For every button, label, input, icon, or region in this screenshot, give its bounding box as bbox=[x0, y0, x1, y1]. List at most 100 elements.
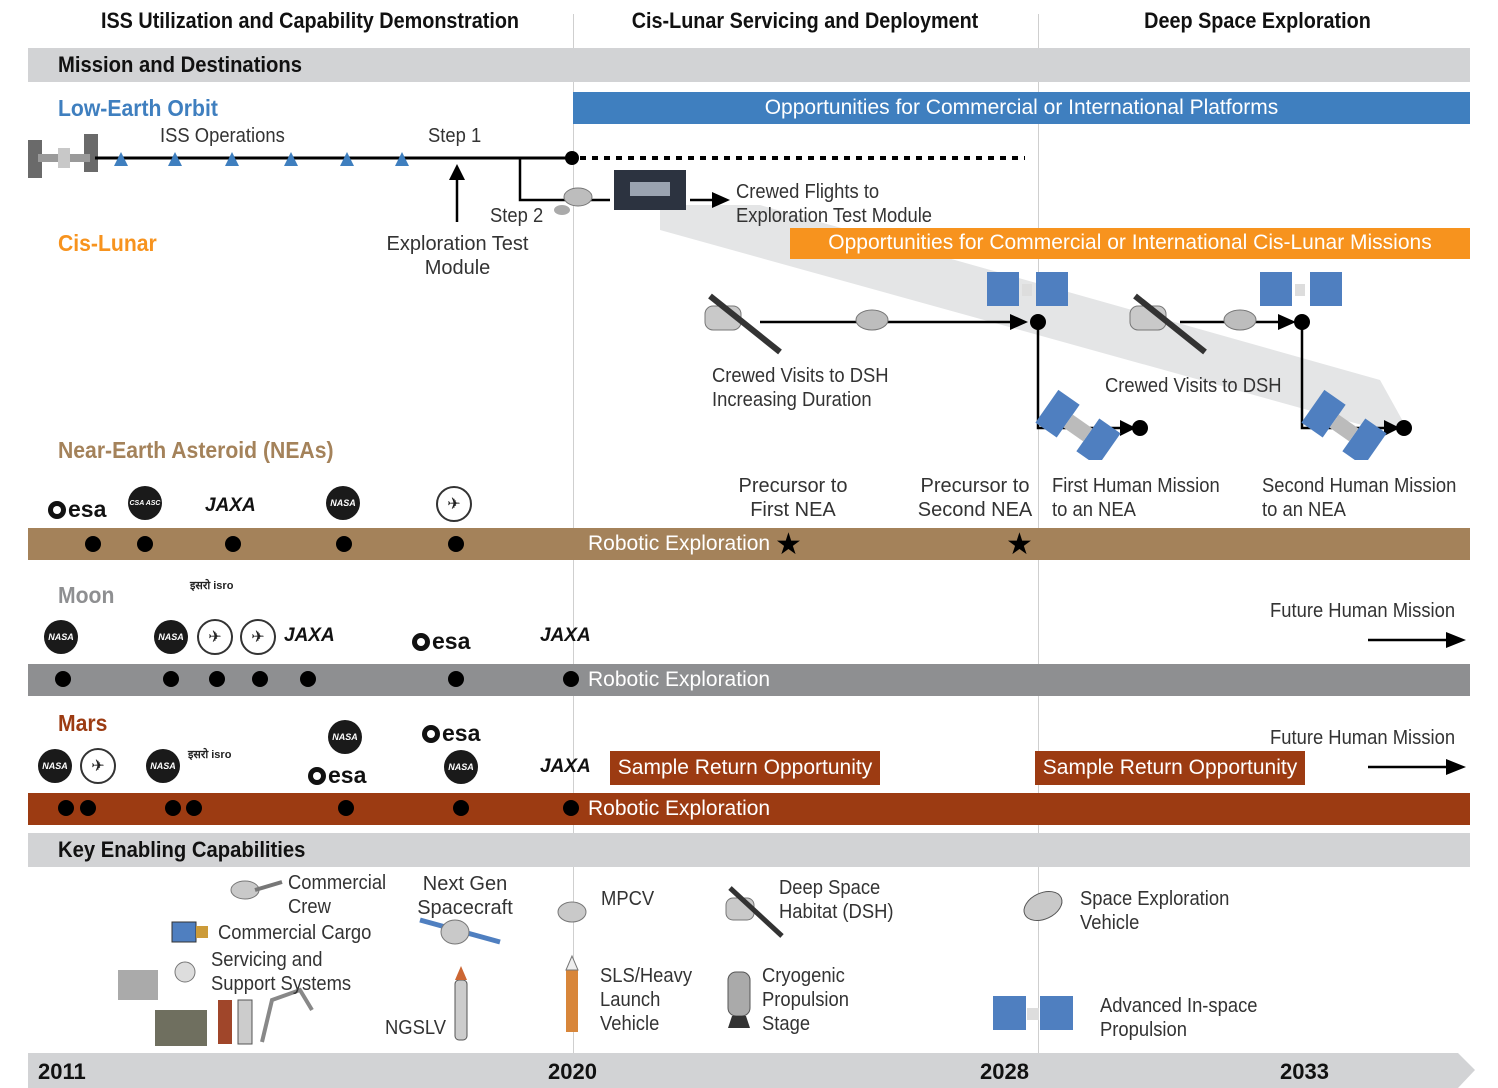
second-human-nea-label: Second Human Mission to an NEA bbox=[1262, 475, 1457, 521]
mars-sample-return-badge-1 bbox=[610, 751, 880, 785]
leo-cislunar-timeline bbox=[95, 151, 1412, 460]
mars-sample-return-badge-2 bbox=[1035, 751, 1305, 785]
mars-mission-dot bbox=[453, 800, 469, 816]
moon-future-arrow-icon bbox=[1368, 632, 1466, 648]
mars-future-arrow-icon bbox=[1368, 759, 1466, 775]
moon-robotic-label: Robotic Exploration bbox=[588, 668, 771, 691]
timeline-arrow bbox=[28, 1053, 1475, 1088]
esa-logo: esa bbox=[412, 628, 470, 655]
nasa-logo: NASA bbox=[146, 749, 180, 783]
nea-title: Near-Earth Asteroid (NEAs) bbox=[58, 437, 334, 463]
ngslv-label: NGSLV bbox=[385, 1017, 447, 1039]
nea-mission-dot bbox=[448, 536, 464, 552]
nasa-logo: NASA bbox=[326, 486, 360, 520]
isro-logo: इसरो isro bbox=[190, 580, 234, 592]
moon-mission-dot bbox=[448, 671, 464, 687]
moon-mission-dot bbox=[563, 671, 579, 687]
roscosmos-logo-icon: ✈ bbox=[240, 619, 276, 655]
mars-mission-dot bbox=[80, 800, 96, 816]
moon-mission-dot bbox=[209, 671, 225, 687]
mars-robotic-label: Robotic Exploration bbox=[588, 797, 771, 820]
step1-label: Step 1 bbox=[428, 125, 482, 147]
year-label: 2028 bbox=[980, 1059, 1029, 1084]
jaxa-logo: JAXA bbox=[205, 495, 256, 516]
esa-logo: esa bbox=[48, 496, 106, 523]
cislunar-opportunities-band bbox=[790, 228, 1470, 259]
commercial-cargo-label: Commercial Cargo bbox=[218, 922, 372, 944]
precursor-first-nea-label: Precursor to First NEA bbox=[738, 475, 848, 521]
missions-section-title: Mission and Destinations bbox=[58, 52, 303, 77]
nasa-logo: NASA bbox=[154, 620, 188, 654]
moon-title: Moon bbox=[58, 582, 115, 608]
next-gen-spacecraft-label: Next Gen Spacecraft bbox=[417, 873, 513, 919]
mars-mission-dot bbox=[165, 800, 181, 816]
moon-mission-dot bbox=[252, 671, 268, 687]
dsh-visits-increasing-label: Crewed Visits to DSH Increasing Duration bbox=[712, 365, 889, 411]
mpcv-label: MPCV bbox=[601, 888, 655, 910]
leo-opportunities-label: Opportunities for Commercial or Internat… bbox=[764, 96, 1279, 119]
moon-mission-dot bbox=[300, 671, 316, 687]
moon-robotic-band bbox=[28, 664, 1470, 696]
cislunar-opportunities-label: Opportunities for Commercial or Internat… bbox=[828, 231, 1432, 254]
moon-mission-dot bbox=[55, 671, 71, 687]
mars-mission-dot bbox=[563, 800, 579, 816]
capabilities-section-bar bbox=[28, 833, 1470, 867]
servicing-support-label: Servicing and Support Systems bbox=[211, 949, 352, 995]
nea-mission-dot bbox=[137, 536, 153, 552]
nea-mission-dot bbox=[336, 536, 352, 552]
nea-mission-dot bbox=[85, 536, 101, 552]
missions-section-bar bbox=[28, 48, 1470, 82]
cryo-stage-label: Cryogenic Propulsion Stage bbox=[762, 965, 849, 1035]
isro-logo: इसरो isro bbox=[188, 749, 232, 761]
roscosmos-logo-icon: ✈ bbox=[197, 619, 233, 655]
mars-sample-return-label-2: Sample Return Opportunity bbox=[1042, 756, 1298, 779]
nasa-logo: NASA bbox=[38, 749, 72, 783]
capabilities-section-title: Key Enabling Capabilities bbox=[58, 837, 306, 862]
sev-label: Space Exploration Vehicle bbox=[1080, 888, 1230, 934]
phase-cislunar: Cis-Lunar Servicing and Deployment bbox=[631, 8, 979, 33]
exploration-test-module-label: Exploration Test Module bbox=[386, 233, 529, 279]
jaxa-logo: JAXA bbox=[540, 625, 591, 646]
iss-station-icon bbox=[28, 134, 98, 178]
dsh-capability-label: Deep Space Habitat (DSH) bbox=[779, 877, 894, 923]
phase-iss: ISS Utilization and Capability Demonstra… bbox=[100, 8, 520, 33]
mars-mission-dot bbox=[338, 800, 354, 816]
moon-future-label: Future Human Mission bbox=[1270, 600, 1456, 622]
nea-robotic-label: Robotic Exploration bbox=[588, 532, 771, 555]
year-label: 2033 bbox=[1280, 1059, 1329, 1084]
roscosmos-logo-icon: ✈ bbox=[80, 748, 116, 784]
moon-mission-dot bbox=[163, 671, 179, 687]
year-label: 2020 bbox=[548, 1059, 597, 1084]
aip-label: Advanced In-space Propulsion bbox=[1100, 995, 1258, 1041]
crewed-flights-label: Crewed Flights to Exploration Test Modul… bbox=[736, 181, 933, 227]
roscosmos-logo-icon: ✈ bbox=[436, 486, 472, 522]
jaxa-logo: JAXA bbox=[540, 756, 591, 777]
mars-mission-dot bbox=[186, 800, 202, 816]
precursor-second-nea-label: Precursor to Second NEA bbox=[917, 475, 1033, 521]
dsh-visits-label: Crewed Visits to DSH bbox=[1105, 375, 1282, 397]
first-human-nea-label: First Human Mission to an NEA bbox=[1052, 475, 1220, 521]
nea-mission-dot bbox=[225, 536, 241, 552]
nasa-logo: NASA bbox=[328, 720, 362, 754]
mars-mission-dot bbox=[58, 800, 74, 816]
mars-future-label: Future Human Mission bbox=[1270, 727, 1456, 749]
nea-precursor-star-icon: ★ bbox=[775, 528, 802, 561]
leo-title: Low-Earth Orbit bbox=[58, 95, 218, 121]
leo-opportunities-band bbox=[573, 92, 1470, 124]
mars-robotic-band bbox=[28, 793, 1470, 825]
mars-title: Mars bbox=[58, 710, 108, 736]
mars-sample-return-label-1: Sample Return Opportunity bbox=[617, 756, 873, 779]
nasa-logo: NASA bbox=[444, 750, 478, 784]
capabilities-icons bbox=[118, 880, 1073, 1046]
esa-logo: esa bbox=[308, 762, 366, 789]
nea-robotic-band bbox=[28, 528, 1470, 560]
csa-logo: CSA ASC bbox=[128, 486, 162, 520]
nea-precursor-star-icon: ★ bbox=[1006, 528, 1033, 561]
step2-label: Step 2 bbox=[490, 205, 544, 227]
year-label: 2011 bbox=[38, 1059, 86, 1084]
esa-logo: esa bbox=[422, 720, 480, 747]
nasa-logo: NASA bbox=[44, 620, 78, 654]
sls-label: SLS/Heavy Launch Vehicle bbox=[600, 965, 693, 1035]
jaxa-logo: JAXA bbox=[284, 625, 335, 646]
commercial-crew-label: Commercial Crew bbox=[288, 872, 387, 918]
